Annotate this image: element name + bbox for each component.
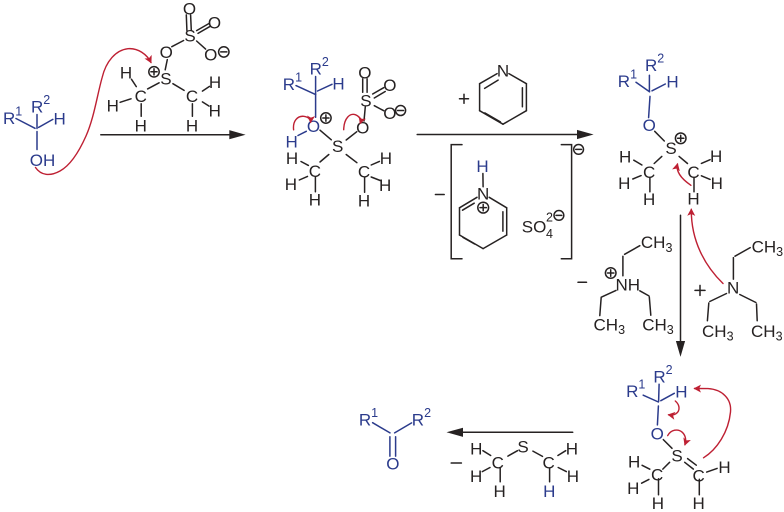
svg-text:O: O: [358, 63, 371, 82]
svg-text:H: H: [470, 467, 482, 486]
svg-text:O: O: [386, 454, 399, 473]
svg-text:CH3: CH3: [641, 233, 673, 255]
svg-text:H: H: [53, 109, 65, 128]
svg-text:H: H: [567, 467, 579, 486]
svg-text:H: H: [543, 482, 555, 501]
svg-text:SO: SO: [522, 217, 547, 236]
svg-text:C: C: [186, 87, 198, 106]
svg-text:C: C: [358, 163, 370, 182]
svg-text:H: H: [286, 132, 298, 151]
svg-text:H: H: [666, 73, 678, 92]
svg-text:H: H: [619, 148, 631, 167]
svg-text:H: H: [120, 64, 132, 83]
svg-text:H: H: [710, 147, 722, 166]
svg-text:H: H: [693, 494, 705, 512]
svg-text:C: C: [309, 162, 321, 181]
svg-text:O: O: [160, 43, 173, 62]
svg-text:S: S: [671, 447, 682, 466]
svg-text:H: H: [618, 174, 630, 193]
svg-text:S: S: [517, 438, 528, 457]
svg-text:H: H: [186, 116, 198, 135]
svg-text:C: C: [543, 454, 555, 473]
svg-text:H: H: [285, 175, 297, 194]
svg-text:O: O: [643, 116, 656, 135]
svg-text:H: H: [711, 174, 723, 193]
svg-text:H: H: [358, 192, 370, 211]
svg-text:H: H: [380, 149, 392, 168]
svg-text:H: H: [379, 176, 391, 195]
svg-text:C: C: [135, 87, 147, 106]
svg-text:H: H: [107, 96, 119, 115]
svg-text:H: H: [643, 190, 655, 209]
svg-text:H: H: [718, 458, 730, 477]
svg-text:S: S: [332, 137, 343, 156]
svg-text:N: N: [727, 279, 739, 298]
svg-text:H: H: [286, 149, 298, 168]
svg-text:C: C: [651, 466, 663, 485]
svg-text:N: N: [477, 185, 489, 204]
svg-text:O: O: [356, 119, 369, 138]
svg-text:O: O: [183, 0, 196, 18]
svg-text:4: 4: [546, 227, 553, 241]
svg-text:H: H: [493, 482, 505, 501]
svg-text:H: H: [309, 191, 321, 210]
svg-text:CH3: CH3: [751, 322, 783, 344]
svg-text:CH3: CH3: [702, 322, 734, 344]
svg-text:O: O: [204, 45, 217, 64]
svg-text:O: O: [383, 104, 396, 123]
svg-text:S: S: [160, 70, 171, 89]
svg-text:C: C: [643, 163, 655, 182]
svg-text:H: H: [566, 439, 578, 458]
svg-text:OH: OH: [30, 151, 56, 170]
svg-text:NH: NH: [616, 275, 641, 294]
svg-text:O: O: [208, 13, 221, 32]
svg-text:S: S: [360, 91, 371, 110]
svg-text:C: C: [693, 466, 705, 485]
svg-text:CH3: CH3: [642, 316, 674, 338]
svg-text:2: 2: [546, 211, 553, 225]
svg-text:H: H: [628, 453, 640, 472]
svg-text:H: H: [209, 101, 221, 120]
svg-text:H: H: [470, 439, 482, 458]
svg-text:H: H: [687, 190, 699, 209]
svg-text:O: O: [651, 424, 664, 443]
svg-text:CH3: CH3: [752, 237, 784, 259]
svg-text:N: N: [497, 62, 509, 81]
svg-text:H: H: [652, 494, 664, 512]
svg-text:H: H: [209, 73, 221, 92]
svg-text:O: O: [307, 117, 320, 136]
svg-text:CH3: CH3: [594, 316, 626, 338]
svg-text:H: H: [675, 382, 687, 401]
svg-text:H: H: [332, 75, 344, 94]
svg-text:S: S: [184, 27, 195, 46]
svg-text:H: H: [135, 116, 147, 135]
svg-text:S: S: [665, 139, 676, 158]
svg-text:C: C: [492, 454, 504, 473]
svg-text:C: C: [687, 163, 699, 182]
svg-text:H: H: [627, 479, 639, 498]
svg-text:O: O: [383, 76, 396, 95]
svg-text:H: H: [476, 157, 488, 176]
